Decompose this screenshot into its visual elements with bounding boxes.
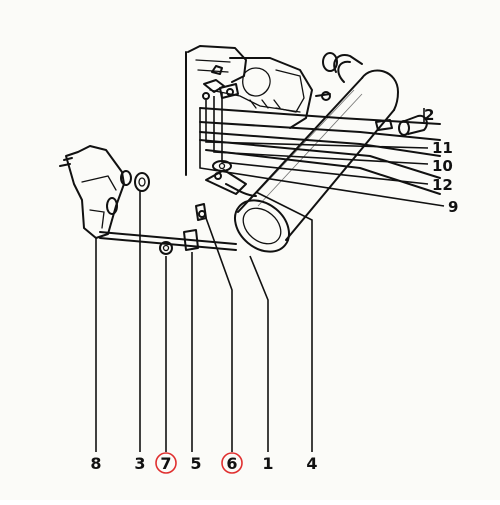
nut-part-7 — [159, 241, 173, 255]
sleeve-part-2 — [375, 114, 428, 136]
callout-6-highlight-ring — [221, 452, 243, 474]
callout-12: 12 — [432, 176, 453, 194]
washer-nut-part-3 — [120, 170, 150, 192]
muffler-clamp-bracket — [205, 160, 257, 197]
clip-part-5 — [183, 203, 207, 251]
callout-7-highlight-ring — [155, 452, 177, 474]
callout-6: 6 — [226, 454, 237, 473]
callout-3: 3 — [134, 454, 145, 473]
left-support-bracket — [59, 145, 125, 239]
callout-1: 1 — [262, 454, 273, 473]
callout-11: 11 — [432, 139, 453, 157]
callout-9: 9 — [448, 198, 458, 216]
callout-10: 10 — [432, 157, 453, 175]
callout-5: 5 — [190, 454, 201, 473]
callout-8: 8 — [90, 454, 101, 473]
leader-lines — [95, 92, 445, 452]
muffler-inlet-pipe — [315, 52, 363, 101]
callout-2: 2 — [424, 106, 434, 124]
bolt-cluster-upper — [202, 65, 239, 100]
support-rod — [99, 231, 237, 251]
callout-4: 4 — [306, 454, 317, 473]
callout-7: 7 — [160, 454, 171, 473]
